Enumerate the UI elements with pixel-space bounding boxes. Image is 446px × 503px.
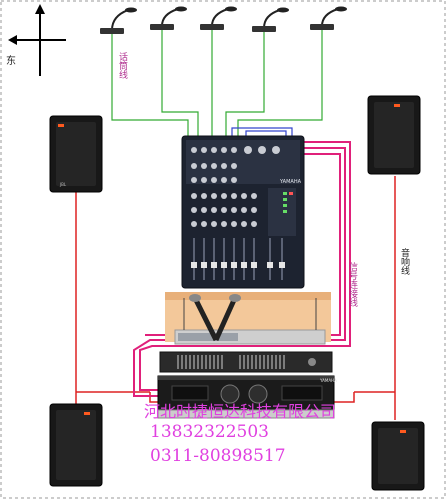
speaker-top-left-icon <box>49 115 103 193</box>
company-name: 河北时捷恒达科技有限公司 <box>144 402 337 421</box>
mixer-brand-label: YAMAHA <box>279 179 302 185</box>
compass-icon <box>8 4 66 76</box>
gooseneck-mic-4-icon <box>252 7 289 32</box>
speaker-bottom-left-icon <box>49 403 103 487</box>
speaker-bottom-right-icon <box>371 421 425 491</box>
amp-brand-label: YAMAHA <box>319 378 337 383</box>
gooseneck-mic-5-icon <box>310 6 347 30</box>
mixer-console <box>181 135 305 289</box>
compass-east-label: 东 <box>6 56 16 67</box>
company-landline: 0311-80898517 <box>150 446 286 466</box>
graphic-equalizer <box>159 351 333 373</box>
gooseneck-mic-3-icon <box>200 6 237 30</box>
mic-cable-lines <box>111 30 323 140</box>
handheld-mic-2-icon <box>213 294 241 342</box>
speaker-top-right-icon <box>367 95 421 175</box>
gooseneck-mic-2-icon <box>150 6 187 30</box>
handheld-mic-1-icon <box>189 294 219 342</box>
speaker-cable-label: 音响线 <box>399 248 409 275</box>
gooseneck-mic-1-icon <box>100 7 137 34</box>
gooseneck-microphones <box>100 6 347 34</box>
wireless-mic-set <box>165 292 331 345</box>
mic-cable-label: 话筒线 <box>117 52 127 79</box>
company-phone: 13832322503 <box>150 422 269 442</box>
speaker-brand-label: JBL <box>59 182 67 187</box>
signal-cable-label: 信号连接线 <box>347 262 357 307</box>
power-amplifier <box>157 375 335 419</box>
